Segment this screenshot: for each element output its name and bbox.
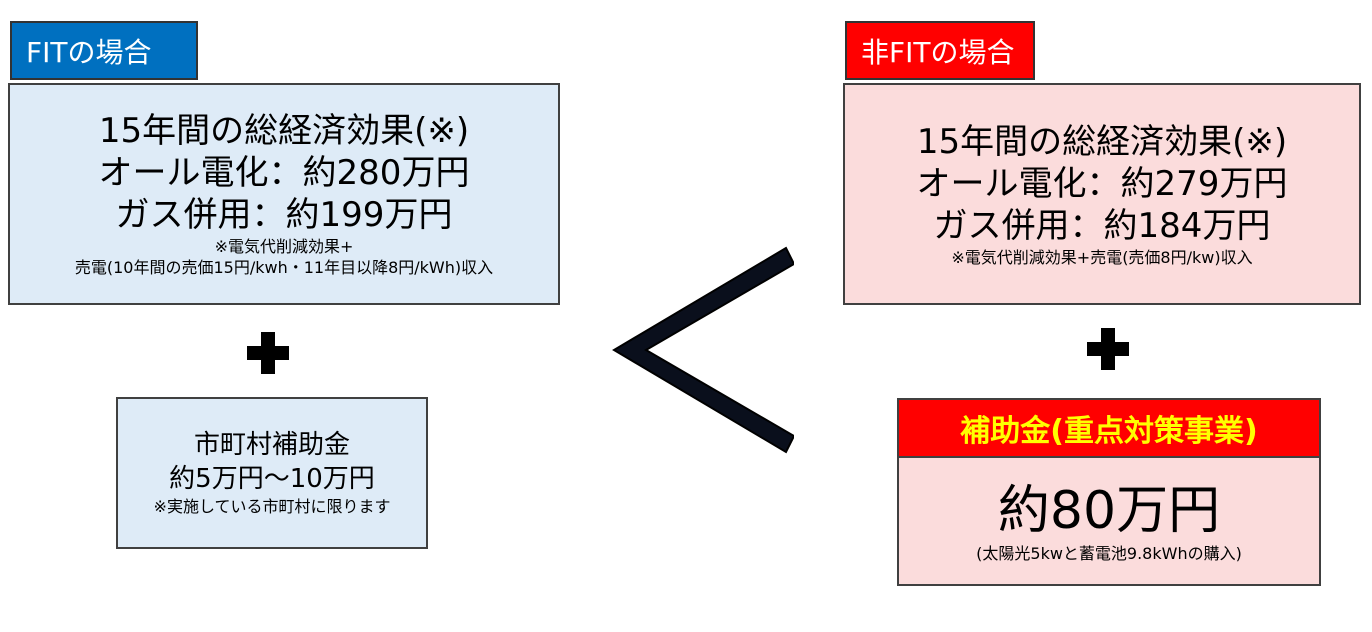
fit-title: 15年間の総経済効果(※)	[98, 111, 470, 151]
fit-economic-effect-box: 15年間の総経済効果(※) オール電化：約280万円 ガス併用：約199万円 ※…	[8, 83, 560, 305]
nonfit-title: 15年間の総経済効果(※)	[916, 121, 1288, 162]
nonfit-subsidy-note: (太陽光5kwと蓄電池9.8kWhの購入)	[976, 543, 1242, 563]
nonfit-tag: 非FITの場合	[845, 21, 1035, 80]
fit-tag: FITの場合	[10, 21, 198, 80]
fit-subsidy-range: 約5万円～10万円	[169, 464, 375, 494]
plus-icon	[245, 330, 291, 376]
nonfit-all-electric: オール電化：約279万円	[916, 163, 1288, 204]
nonfit-subsidy-head-label: 補助金(重点対策事業)	[960, 414, 1258, 449]
fit-subsidy-note: ※実施している市町村に限ります	[153, 497, 391, 516]
fit-note-line1: ※電気代削減効果+	[214, 237, 354, 256]
nonfit-tag-label: 非FITの場合	[861, 35, 1015, 69]
fit-all-electric: オール電化：約280万円	[98, 153, 470, 193]
less-than-icon	[612, 246, 794, 454]
nonfit-gas-combined: ガス併用：約184万円	[933, 205, 1271, 246]
nonfit-economic-effect-box: 15年間の総経済効果(※) オール電化：約279万円 ガス併用：約184万円 ※…	[843, 83, 1361, 305]
fit-tag-label: FITの場合	[26, 35, 152, 69]
fit-note-line2: 売電(10年間の売価15円/kwh・11年目以降8円/kWh)収入	[74, 258, 494, 277]
fit-subsidy-box: 市町村補助金 約5万円～10万円 ※実施している市町村に限ります	[116, 397, 428, 549]
nonfit-subsidy-header: 補助金(重点対策事業)	[897, 398, 1321, 458]
nonfit-note: ※電気代削減効果+売電(売価8円/kw)収入	[951, 247, 1253, 267]
plus-icon	[1085, 326, 1131, 372]
fit-subsidy-title: 市町村補助金	[193, 430, 350, 460]
fit-gas-combined: ガス併用：約199万円	[115, 195, 453, 235]
nonfit-subsidy-amount: 約80万円	[997, 480, 1221, 541]
nonfit-subsidy-box: 約80万円 (太陽光5kwと蓄電池9.8kWhの購入)	[897, 456, 1321, 586]
